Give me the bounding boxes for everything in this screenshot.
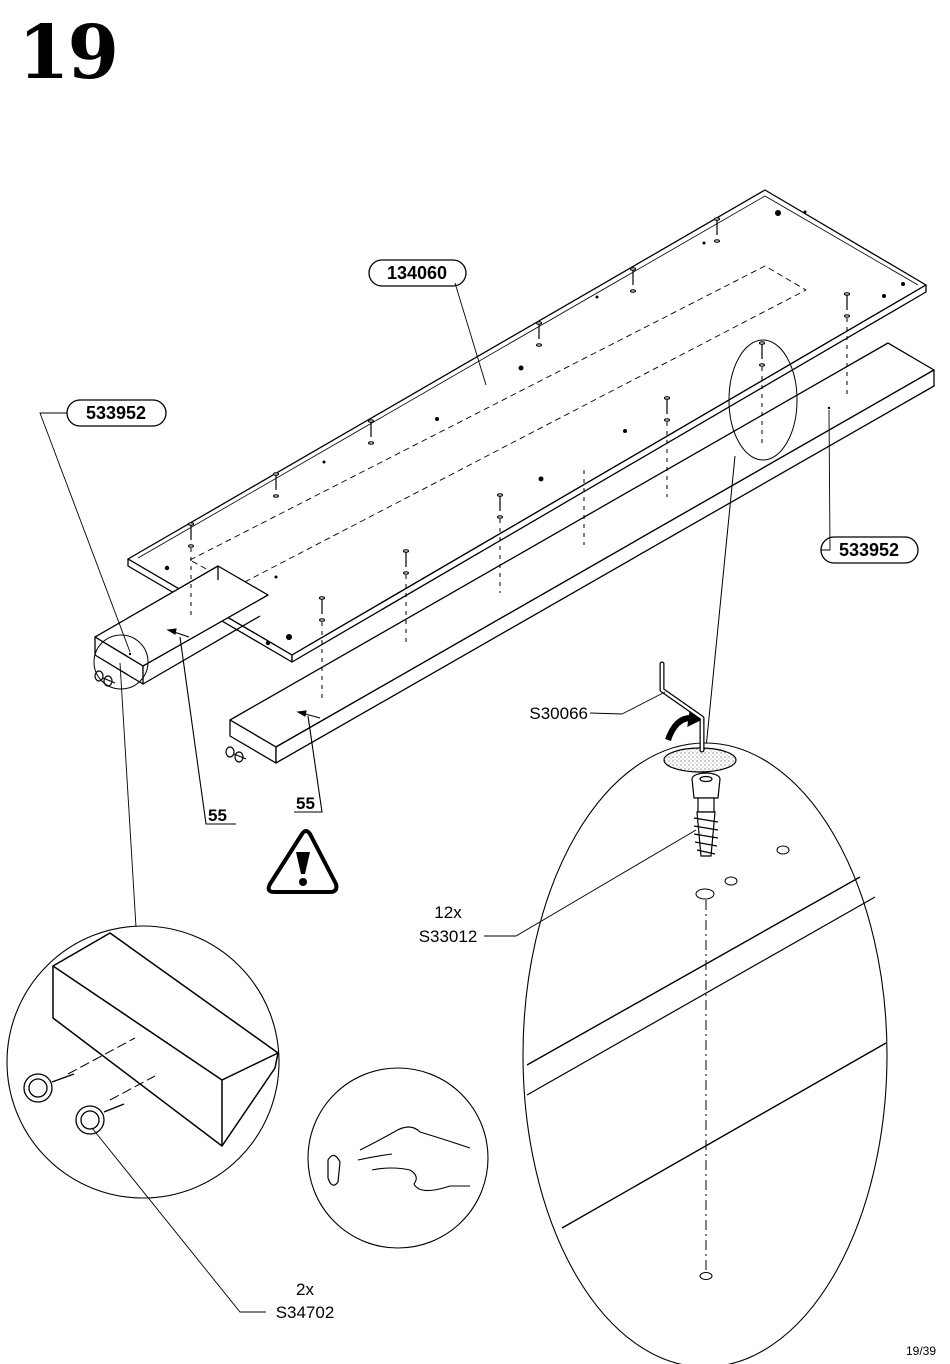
page-number: 19/39	[905, 1344, 936, 1358]
offset-markers	[166, 628, 323, 825]
part-label-533952-left: 533952	[39, 399, 167, 653]
left-offset-label: 55	[208, 806, 227, 825]
screw-id-label: S33012	[419, 927, 478, 946]
right-rail-533952	[229, 342, 935, 764]
part-label-134060: 134060	[368, 259, 487, 386]
detail-callout-oval	[728, 339, 798, 461]
glide-detail-circle	[6, 634, 280, 1199]
rail-right-id-text: 533952	[839, 540, 899, 560]
step-number: 19	[18, 10, 119, 96]
cam-screw	[691, 772, 721, 857]
panel-screw-pins	[187, 217, 851, 622]
part-label-533952-right: 533952	[820, 409, 919, 564]
alignment-dashes	[190, 318, 848, 698]
tool-id-label: S30066	[529, 704, 588, 723]
right-offset-label: 55	[296, 794, 315, 813]
rail-glides	[94, 670, 247, 763]
warning-triangle-icon	[266, 829, 339, 894]
glide-id-label: S34702	[276, 1303, 335, 1322]
glide-nails	[23, 1073, 125, 1135]
screw-detail-oval	[522, 661, 888, 1364]
hand-press-detail	[307, 1067, 489, 1249]
screw-qty-label: 12x	[434, 903, 462, 922]
panel-id-text: 134060	[387, 263, 447, 283]
glide-qty-label: 2x	[296, 1280, 314, 1299]
rail-left-id-text: 533952	[86, 403, 146, 423]
hex-key-tool	[659, 661, 737, 773]
